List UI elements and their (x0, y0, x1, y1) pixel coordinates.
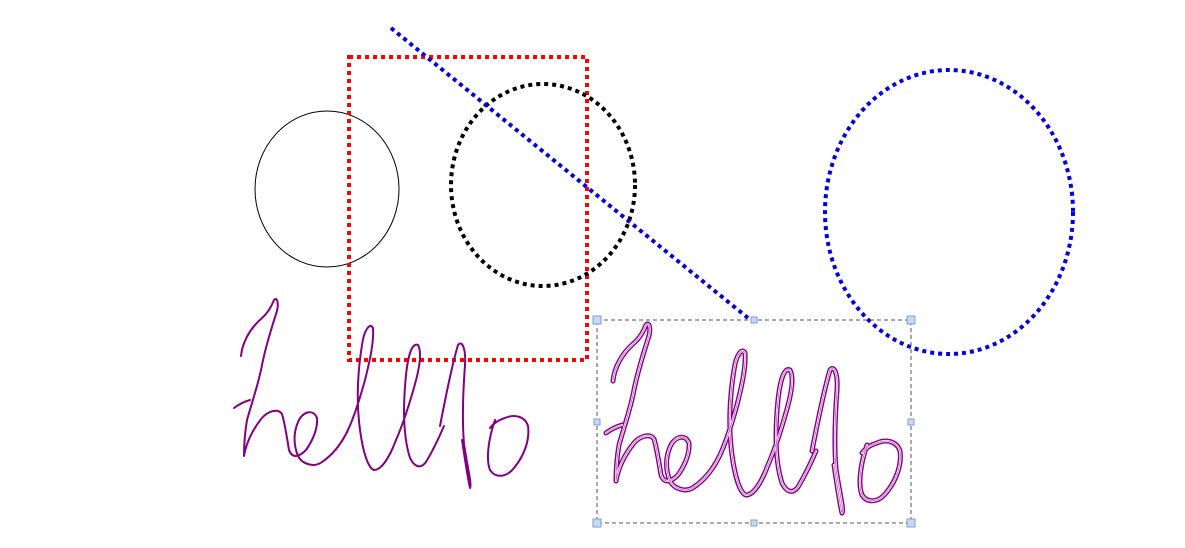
resize-handle-right[interactable] (907, 418, 915, 426)
resize-handle-bottom[interactable] (750, 519, 758, 527)
resize-handle-top-right[interactable] (906, 315, 916, 325)
dotted-black-circle[interactable] (449, 82, 637, 288)
selection-box[interactable] (592, 315, 916, 528)
resize-handle-top-left[interactable] (592, 315, 602, 325)
thin-circle[interactable] (254, 110, 400, 268)
dotted-blue-ellipse[interactable] (823, 68, 1075, 356)
resize-handle-bottom-left[interactable] (592, 518, 602, 528)
dotted-blue-line[interactable] (389, 26, 750, 320)
resize-handle-bottom-right[interactable] (906, 518, 916, 528)
dotted-red-rectangle[interactable] (347, 55, 589, 362)
handwriting-hello[interactable] (233, 298, 530, 489)
resize-handle-top[interactable] (750, 316, 758, 324)
handwriting-hello-selected[interactable] (606, 324, 900, 513)
resize-handle-left[interactable] (593, 418, 601, 426)
